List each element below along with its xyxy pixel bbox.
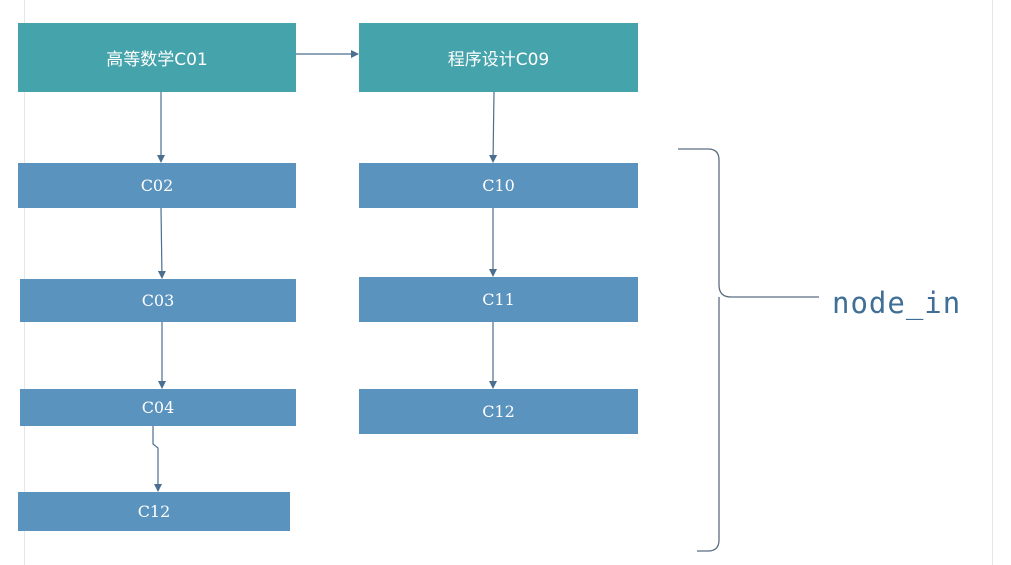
node-c10-label: C10: [482, 176, 515, 195]
node-c09-label: 程序设计C09: [447, 50, 550, 70]
node-c12-left-label: C12: [137, 502, 171, 521]
node-c12-right: C12: [359, 389, 638, 434]
node-c03-label: C03: [141, 291, 175, 310]
node-c04: C04: [20, 389, 296, 426]
node-c02-label: C02: [140, 176, 174, 195]
arrow-c09-to-c10: [489, 91, 498, 163]
node-c11-label: C11: [482, 290, 515, 309]
node-c12-right-label: C12: [482, 402, 515, 421]
arrow-c04-to-c12: [152, 426, 162, 492]
node-c03: C03: [20, 279, 296, 322]
node-c09-programming: 程序设计C09: [359, 23, 638, 92]
node-c01-label: 高等数学C01: [106, 50, 208, 70]
node-c01-calculus: 高等数学C01: [18, 23, 296, 92]
right-guide-line: [992, 0, 993, 565]
node-c12-left: C12: [18, 492, 290, 531]
right-curly-brace: [678, 148, 819, 552]
node-c11: C11: [359, 277, 638, 322]
node-in-annotation: node_in: [832, 286, 962, 320]
arrow-c02-to-c03: [157, 207, 166, 279]
node-c02: C02: [18, 163, 296, 208]
node-c04-label: C04: [141, 398, 175, 417]
node-c10: C10: [359, 163, 638, 208]
